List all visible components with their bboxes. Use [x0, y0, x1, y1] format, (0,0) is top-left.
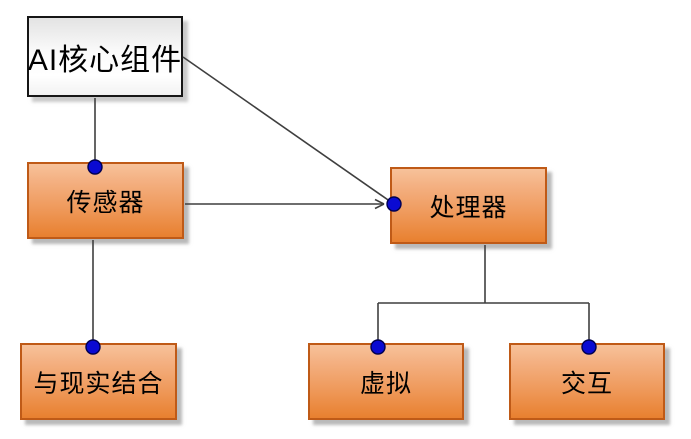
- node-ai-core-components[interactable]: AI核心组件: [27, 16, 183, 97]
- arrowhead-upper: [374, 198, 385, 205]
- arrowhead-lower: [374, 203, 385, 210]
- node-virtual[interactable]: 虚拟: [308, 343, 464, 420]
- node-label: AI核心组件: [27, 43, 183, 77]
- node-label: 处理器: [429, 193, 508, 222]
- node-label: 交互: [560, 369, 613, 398]
- node-combine-with-reality[interactable]: 与现实结合: [20, 343, 177, 420]
- node-label: 与现实结合: [33, 369, 164, 398]
- node-label: 传感器: [66, 188, 145, 217]
- node-processor[interactable]: 处理器: [390, 167, 547, 244]
- node-interaction[interactable]: 交互: [509, 343, 665, 420]
- connector-ai-to-processor: [182, 56, 392, 203]
- node-label: 虚拟: [359, 369, 412, 398]
- node-sensor[interactable]: 传感器: [27, 162, 184, 239]
